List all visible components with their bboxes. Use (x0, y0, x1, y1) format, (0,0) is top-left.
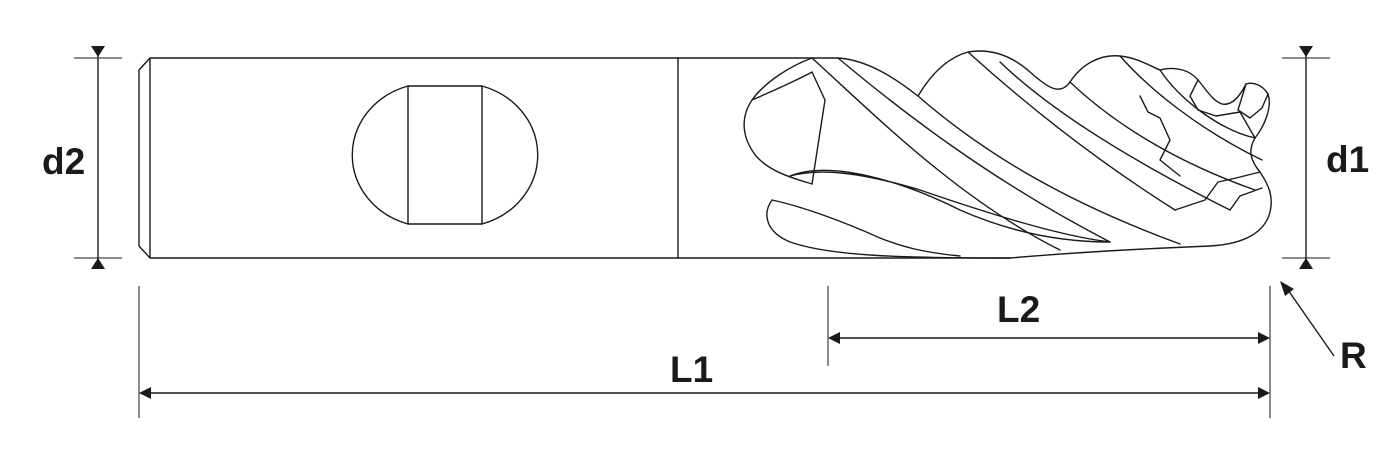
d1-label: d1 (1326, 139, 1369, 180)
shank-outline (138, 57, 813, 259)
fluted-section (677, 50, 1272, 259)
L2-arrow-right (1258, 332, 1270, 344)
R-leader-line (1287, 289, 1335, 357)
flute-pocket-upper (751, 71, 826, 185)
d2-label: d2 (42, 141, 85, 182)
flute-tail-lower (766, 199, 1011, 259)
helix-edge-8 (1159, 69, 1256, 139)
end-mill-tool (138, 50, 1272, 259)
L1-label: L1 (670, 349, 713, 390)
helix-edge-3 (917, 95, 1181, 245)
corner-tip (1237, 83, 1269, 119)
dimension-R: R (1280, 281, 1367, 376)
flute-pocket-lower (789, 169, 1111, 243)
shank (138, 57, 813, 259)
d1-arrow-top (1299, 46, 1313, 57)
L2-label: L2 (997, 289, 1040, 330)
L1-arrow-left (139, 387, 151, 399)
helix-edge-5 (999, 61, 1231, 211)
helix-edge-7 (1119, 55, 1263, 161)
R-label: R (1340, 335, 1367, 376)
d1-arrow-bottom (1299, 258, 1313, 269)
helix-edge-1 (811, 57, 1061, 251)
flute-silhouette (677, 57, 1272, 259)
helix-edge-6 (1069, 81, 1256, 191)
L2-arrow-left (828, 332, 840, 344)
dimension-d2: d2 (42, 46, 122, 269)
corner-radius-facets (1139, 79, 1263, 211)
helix-edge-4 (967, 51, 1176, 211)
dimension-d1: d1 (1282, 46, 1369, 269)
dimension-L1: L1 (138, 286, 1270, 418)
weldon-flat-outline (351, 85, 539, 225)
R-leader-arrow (1280, 281, 1294, 296)
L1-arrow-right (1258, 387, 1270, 399)
d2-arrow-top (91, 46, 105, 57)
d2-arrow-bottom (91, 258, 105, 269)
flute-crest (811, 50, 1247, 105)
helix-edge-2 (837, 57, 1111, 243)
dimension-L2: L2 (827, 286, 1271, 418)
weldon-flat (351, 85, 539, 225)
